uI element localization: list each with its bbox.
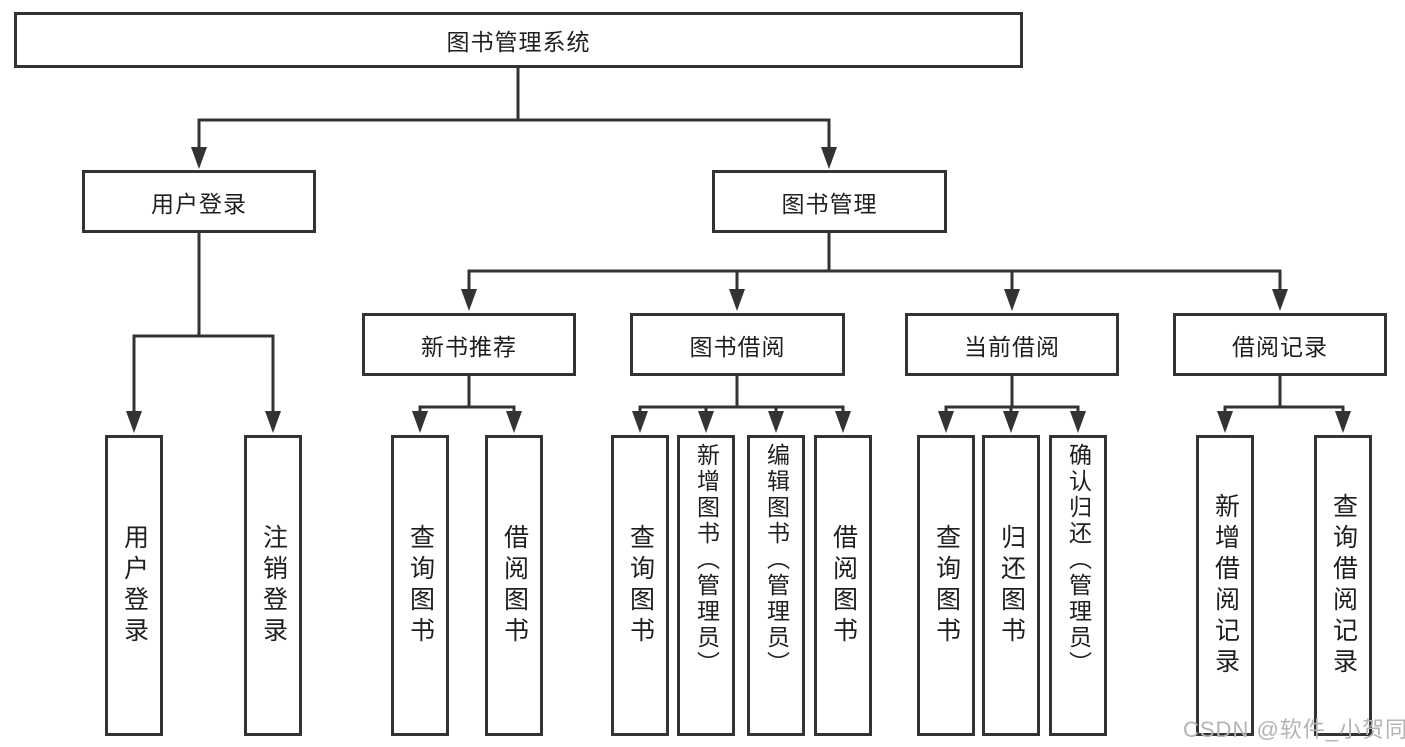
node-book-management: 图书管理: [712, 170, 947, 233]
node-user-login: 用户登录: [82, 170, 316, 233]
node-book-management-system-label: 图书管理系统: [446, 29, 591, 55]
leaf-confirm-return-admin: 确认归还（管理员）: [1049, 435, 1107, 736]
leaf-edit-book-admin-label: 编辑图书（管理员）: [763, 443, 790, 677]
leaf-query-books-current: 查询图书: [917, 435, 975, 736]
leaf-query-books-recommend: 查询图书: [391, 435, 449, 736]
leaf-add-borrow-record-label: 新增借阅记录: [1211, 492, 1240, 679]
leaf-return-book: 归还图书: [982, 435, 1040, 736]
leaf-query-books-current-label: 查询图书: [932, 523, 961, 648]
leaf-user-login-label: 用户登录: [120, 523, 149, 648]
arrowheads: [126, 147, 1351, 433]
leaf-borrow-books-recommend: 借阅图书: [485, 435, 543, 736]
leaf-query-borrow-record-label: 查询借阅记录: [1329, 492, 1358, 679]
leaf-add-borrow-record: 新增借阅记录: [1196, 435, 1254, 736]
leaf-borrow-books-borrowing: 借阅图书: [814, 435, 872, 736]
leaf-borrow-books-borrowing-label: 借阅图书: [829, 523, 858, 648]
node-borrowing-records: 借阅记录: [1173, 313, 1387, 376]
leaf-query-books-borrowing-label: 查询图书: [626, 523, 655, 648]
leaf-add-book-admin: 新增图书（管理员）: [677, 435, 735, 736]
node-book-management-label: 图书管理: [781, 190, 878, 217]
leaf-user-login: 用户登录: [105, 435, 163, 736]
node-borrowing-records-label: 借阅记录: [1232, 333, 1328, 360]
node-book-management-system: 图书管理系统: [14, 12, 1023, 68]
node-current-borrowing: 当前借阅: [905, 313, 1119, 376]
leaf-edit-book-admin: 编辑图书（管理员）: [747, 435, 805, 736]
node-book-borrowing-label: 图书借阅: [689, 333, 786, 360]
leaf-borrow-books-recommend-label: 借阅图书: [500, 523, 529, 648]
leaf-return-book-label: 归还图书: [997, 523, 1026, 648]
node-book-borrowing: 图书借阅: [630, 313, 845, 376]
leaf-confirm-return-admin-label: 确认归还（管理员）: [1065, 443, 1092, 677]
leaf-query-books-borrowing: 查询图书: [611, 435, 669, 736]
node-new-book-recommend: 新书推荐: [362, 313, 576, 376]
node-current-borrowing-label: 当前借阅: [964, 333, 1060, 360]
leaf-add-book-admin-label: 新增图书（管理员）: [693, 443, 720, 677]
leaf-query-borrow-record: 查询借阅记录: [1314, 435, 1372, 736]
leaf-query-books-recommend-label: 查询图书: [406, 523, 435, 648]
node-user-login-label: 用户登录: [151, 190, 247, 217]
leaf-logout: 注销登录: [244, 435, 302, 736]
csdn-watermark: CSDN @软件_小贺同学: [1183, 717, 1405, 742]
node-new-book-recommend-label: 新书推荐: [421, 333, 517, 360]
leaf-logout-label: 注销登录: [259, 523, 288, 648]
